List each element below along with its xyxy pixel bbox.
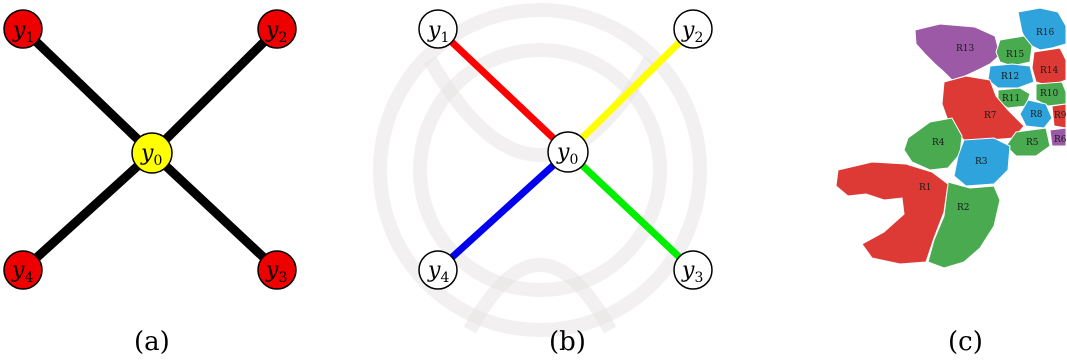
node-a-y4: y4 (3, 250, 43, 290)
svg-text:y0: y0 (556, 140, 578, 168)
node-b-y1: y1 (418, 9, 458, 49)
node-b-y4: y4 (418, 250, 458, 290)
svg-text:y2: y2 (265, 18, 287, 46)
label-r6: R6 (1054, 135, 1067, 145)
node-b-y3: y3 (673, 250, 713, 290)
region-labels: R13 R16 R15 R14 R12 R10 R11 R8 R9 R7 R6 … (919, 28, 1067, 213)
diagram-c-region-map: R13 R16 R15 R14 R12 R10 R11 R8 R9 R7 R6 … (835, 7, 1067, 357)
label-r14: R14 (1040, 66, 1059, 76)
svg-text:y4: y4 (427, 258, 449, 286)
label-r16: R16 (1036, 28, 1055, 38)
edge-a-y0-y4 (18, 148, 157, 275)
node-a-y1: y1 (3, 9, 43, 49)
label-r11: R11 (1002, 94, 1020, 104)
label-r8: R8 (1030, 110, 1043, 120)
label-r12: R12 (1001, 72, 1019, 82)
label-r5: R5 (1026, 138, 1039, 148)
label-r9: R9 (1054, 111, 1067, 121)
diagram-b-edge-colored-graph: y1 y2 y3 y4 y0 (b) (418, 9, 713, 357)
svg-text:y3: y3 (681, 258, 703, 286)
node-b-y0: y0 (547, 131, 589, 173)
label-r15: R15 (1006, 50, 1025, 60)
label-r4: R4 (932, 138, 945, 148)
svg-text:y0: y0 (140, 141, 162, 169)
svg-text:y1: y1 (12, 18, 34, 46)
edge-b-y0-y4 (435, 149, 571, 273)
node-a-y3: y3 (257, 250, 297, 290)
region-r3 (953, 137, 1011, 187)
node-a-y0: y0 (131, 132, 173, 174)
node-b-y2: y2 (673, 9, 713, 49)
edge-a-y0-y3 (147, 148, 282, 275)
label-r3: R3 (975, 157, 988, 167)
diagram-a-star-graph: y1 y2 y3 y4 y0 (a) (3, 9, 297, 357)
edge-a-y0-y1 (18, 24, 157, 158)
region-r4 (903, 117, 963, 171)
region-r13 (914, 23, 1001, 81)
label-r10: R10 (1040, 89, 1059, 99)
edge-b-y0-y2 (565, 26, 696, 155)
region-r6 (1049, 127, 1067, 147)
svg-text:y4: y4 (11, 258, 33, 286)
label-r13: R13 (956, 44, 975, 54)
svg-text:y1: y1 (427, 18, 449, 46)
caption-c: (c) (948, 327, 983, 357)
label-r2: R2 (957, 203, 970, 213)
region-r1 (835, 161, 949, 265)
watermark (373, 3, 707, 337)
label-r1: R1 (919, 183, 932, 193)
edge-b-y0-y1 (435, 26, 571, 155)
caption-b: (b) (549, 327, 586, 357)
edge-b-y0-y3 (565, 149, 696, 273)
svg-text:y3: y3 (265, 258, 287, 286)
node-a-y2: y2 (257, 9, 297, 49)
region-r2 (927, 181, 1001, 269)
label-r7: R7 (984, 111, 997, 121)
svg-text:y2: y2 (681, 18, 703, 46)
region-r15 (995, 35, 1033, 67)
edge-a-y0-y2 (147, 24, 282, 158)
caption-a: (a) (134, 327, 170, 357)
